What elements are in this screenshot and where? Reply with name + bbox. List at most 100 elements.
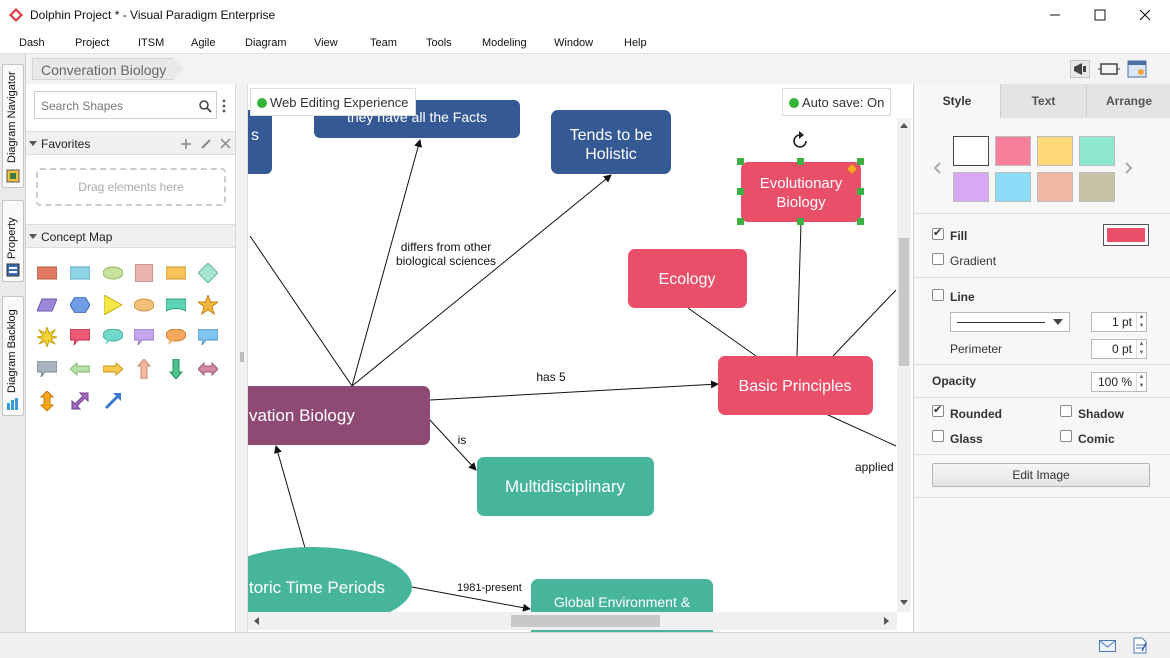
menu-view[interactable]: View	[314, 37, 338, 49]
fit-diagram-icon[interactable]	[1098, 60, 1120, 78]
glass-checkbox[interactable]	[932, 430, 944, 442]
shape-callout-red[interactable]	[69, 326, 91, 348]
shape-burst-yellow[interactable]	[36, 326, 58, 348]
tab-diagram-navigator[interactable]: Diagram Navigator	[2, 64, 24, 188]
menu-itsm[interactable]: ITSM	[138, 37, 165, 49]
shape-arrow-double-vertical[interactable]	[36, 390, 58, 412]
opacity-stepper[interactable]: 100 % ▲▼	[1091, 372, 1147, 392]
swatch-next-icon[interactable]	[1125, 162, 1133, 174]
gradient-checkbox[interactable]	[932, 253, 944, 265]
edit-favorite-icon[interactable]	[200, 138, 212, 150]
shape-callout-orange[interactable]	[165, 326, 187, 348]
shape-rectangle-orange[interactable]	[165, 262, 187, 284]
shadow-checkbox[interactable]	[1060, 405, 1072, 417]
tab-property[interactable]: Property	[2, 200, 24, 282]
shape-star-gold[interactable]	[197, 294, 219, 316]
menu-help[interactable]: Help	[624, 37, 647, 49]
line-style-select[interactable]	[950, 312, 1070, 332]
perimeter-stepper[interactable]: 0 pt ▲▼	[1091, 339, 1147, 359]
menu-window[interactable]: Window	[554, 37, 594, 49]
document-icon[interactable]	[1133, 637, 1147, 654]
shape-arrow-diagonal-blue[interactable]	[102, 390, 124, 412]
layout-panel-icon[interactable]	[1126, 59, 1148, 79]
swatch-peach[interactable]	[1037, 172, 1073, 202]
shape-callout-teal[interactable]	[102, 326, 124, 348]
swatch-prev-icon[interactable]	[933, 162, 941, 174]
close-button[interactable]	[1122, 0, 1168, 30]
remove-favorite-icon[interactable]	[220, 138, 231, 149]
scroll-down-icon[interactable]	[900, 600, 908, 606]
menu-agile[interactable]: Agile	[191, 37, 216, 49]
diagram-canvas[interactable]: differs from other biological sciences h…	[248, 84, 913, 632]
swatch-sky[interactable]	[995, 172, 1031, 202]
stepper-arrows-icon[interactable]: ▲▼	[1136, 340, 1146, 358]
shape-triangle-yellow[interactable]	[102, 294, 124, 316]
swatch-lavender[interactable]	[953, 172, 989, 202]
shape-cloud-orange[interactable]	[133, 294, 155, 316]
shape-rectangle-red[interactable]	[36, 262, 58, 284]
menu-diagram[interactable]: Diagram	[245, 37, 287, 49]
announcement-icon[interactable]	[1070, 60, 1090, 78]
shape-callout-blue[interactable]	[197, 326, 219, 348]
comic-checkbox[interactable]	[1060, 430, 1072, 442]
shape-arrow-right-orange[interactable]	[102, 358, 124, 380]
panel-splitter[interactable]	[236, 84, 248, 632]
line-checkbox[interactable]	[932, 289, 944, 301]
edit-image-button[interactable]: Edit Image	[932, 463, 1150, 487]
swatch-yellow[interactable]	[1037, 136, 1073, 166]
shape-diamond-teal[interactable]	[197, 262, 219, 284]
breadcrumb[interactable]: Converation Biology	[32, 58, 175, 80]
tab-style[interactable]: Style	[914, 84, 1000, 118]
tab-arrange[interactable]: Arrange	[1086, 84, 1170, 118]
shape-banner-teal[interactable]	[165, 294, 187, 316]
shape-parallelogram-purple[interactable]	[36, 294, 58, 316]
swatch-mint[interactable]	[1079, 136, 1115, 166]
scroll-left-icon[interactable]	[253, 617, 259, 625]
menu-team[interactable]: Team	[370, 37, 397, 49]
stepper-arrows-icon[interactable]: ▲▼	[1136, 373, 1146, 391]
minimize-button[interactable]	[1032, 0, 1078, 30]
shape-arrow-down-green[interactable]	[165, 358, 187, 380]
swatch-khaki[interactable]	[1079, 172, 1115, 202]
scroll-up-icon[interactable]	[900, 122, 908, 128]
concept-map-header[interactable]: Concept Map	[26, 224, 235, 248]
autosave-toggle[interactable]: Auto save: On	[782, 88, 892, 116]
shape-hexagon-blue[interactable]	[69, 294, 91, 316]
shape-arrow-left-green[interactable]	[69, 358, 91, 380]
web-editing-experience-toggle[interactable]: Web Editing Experience	[250, 88, 416, 116]
menu-project[interactable]: Project	[75, 37, 110, 49]
shape-callout-gray[interactable]	[36, 358, 58, 380]
favorites-dropzone[interactable]: Drag elements here	[36, 168, 226, 206]
shape-ellipse-green[interactable]	[102, 262, 124, 284]
shape-arrow-up-peach[interactable]	[133, 358, 155, 380]
horizontal-scroll-thumb[interactable]	[511, 615, 660, 627]
shape-square-pink[interactable]	[133, 262, 155, 284]
add-favorite-icon[interactable]	[180, 138, 192, 150]
tab-text[interactable]: Text	[1000, 84, 1086, 118]
mail-icon[interactable]	[1099, 640, 1116, 652]
tab-diagram-backlog[interactable]: Diagram Backlog	[2, 296, 24, 416]
menu-modeling[interactable]: Modeling	[482, 37, 527, 49]
scroll-right-icon[interactable]	[884, 617, 890, 625]
line-width-stepper[interactable]: 1 pt ▲▼	[1091, 312, 1147, 332]
maximize-button[interactable]	[1077, 0, 1123, 30]
search-shapes-input[interactable]: Search Shapes	[34, 91, 217, 119]
shape-rectangle-blue[interactable]	[69, 262, 91, 284]
shape-callout-purple[interactable]	[133, 326, 155, 348]
vertical-scroll-thumb[interactable]	[899, 238, 909, 366]
menu-tools[interactable]: Tools	[426, 37, 452, 49]
more-options-icon[interactable]	[222, 99, 226, 113]
shape-arrow-diagonal-purple[interactable]	[69, 390, 91, 412]
swatch-pink[interactable]	[995, 136, 1031, 166]
favorites-header[interactable]: Favorites	[26, 131, 235, 155]
menu-dash[interactable]: Dash	[19, 37, 45, 49]
fill-checkbox[interactable]	[932, 226, 944, 240]
fill-color-picker[interactable]	[1103, 224, 1149, 246]
rounded-checkbox[interactable]	[932, 403, 944, 417]
search-icon[interactable]	[199, 100, 212, 113]
canvas-horizontal-scrollbar[interactable]	[248, 612, 897, 630]
swatch-white[interactable]	[953, 136, 989, 166]
canvas-vertical-scrollbar[interactable]	[897, 118, 911, 612]
shape-arrow-double-horizontal[interactable]	[197, 358, 219, 380]
stepper-arrows-icon[interactable]: ▲▼	[1136, 313, 1146, 331]
